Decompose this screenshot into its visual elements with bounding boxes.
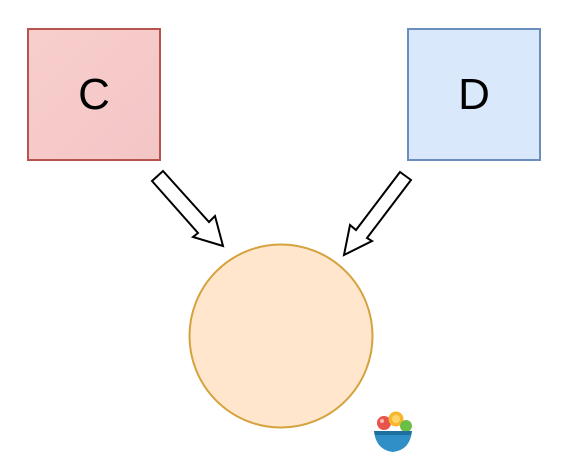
node-d-label: D — [458, 69, 490, 119]
target-circle — [188, 243, 374, 429]
arrow-d-to-circle — [342, 170, 413, 257]
node-c-label: C — [78, 69, 110, 119]
fruit-bowl-logo-icon — [374, 411, 412, 452]
node-d: D — [407, 28, 541, 161]
arrow-c-to-circle — [150, 169, 225, 248]
node-c: C — [27, 28, 161, 161]
